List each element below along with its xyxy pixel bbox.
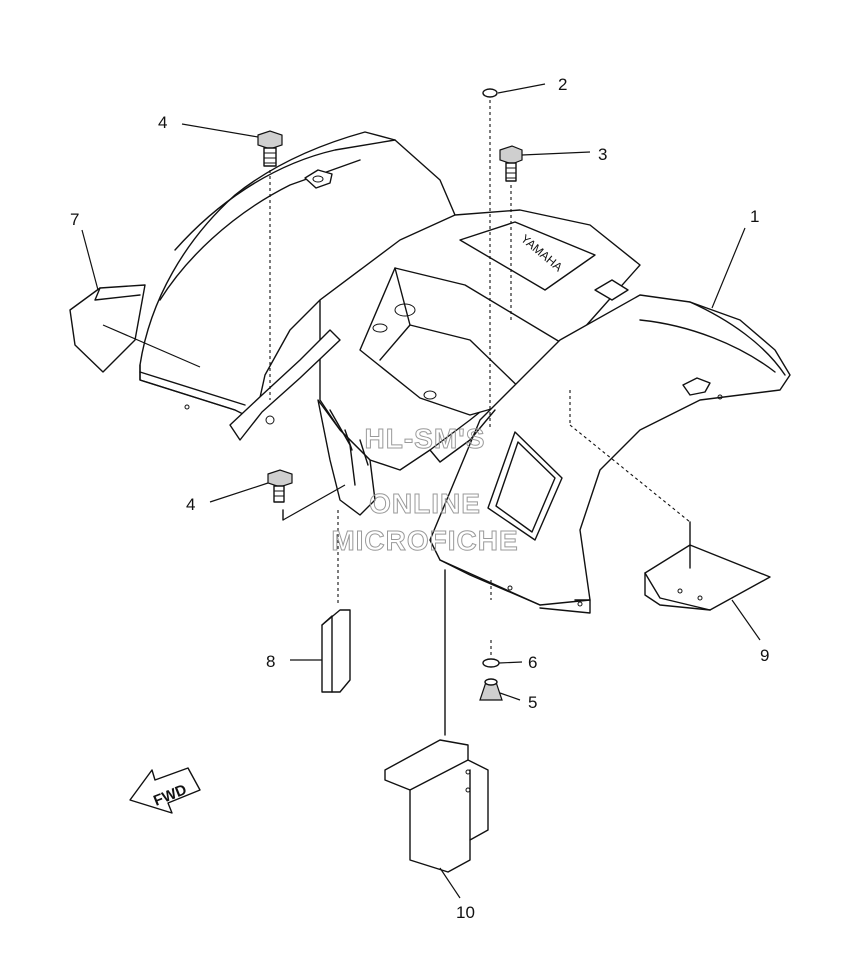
part-10-shield — [384, 569, 489, 873]
part-9-plate — [569, 390, 771, 611]
callout-4-upper: 4 — [158, 113, 167, 132]
callout-5: 5 — [528, 693, 537, 712]
callout-leaders — [81, 83, 761, 899]
callout-8: 8 — [266, 652, 275, 671]
callout-labels: 1 2 3 4 4 5 6 7 8 9 10 — [70, 75, 769, 922]
part-4-bolt-lower — [267, 469, 346, 521]
watermark-line-1: HL-SM'S — [365, 423, 486, 454]
callout-4-lower: 4 — [186, 495, 195, 514]
callout-9: 9 — [760, 646, 769, 665]
part-3-bolt — [499, 145, 523, 320]
part-2-cap — [482, 88, 498, 430]
watermark-line-3: MICROFICHE — [331, 525, 518, 556]
callout-1: 1 — [750, 207, 759, 226]
part-5-grommet — [479, 678, 503, 701]
part-4-bolt-upper — [257, 130, 283, 400]
callout-7: 7 — [70, 210, 79, 229]
callout-3: 3 — [598, 145, 607, 164]
part-6-clip — [482, 580, 500, 668]
watermark: HL-SM'S ONLINE MICROFICHE — [331, 423, 518, 557]
fwd-arrow: FWD — [129, 767, 201, 814]
rear-fender: YAMAHA — [139, 131, 791, 614]
callout-2: 2 — [558, 75, 567, 94]
callout-6: 6 — [528, 653, 537, 672]
callout-10: 10 — [456, 903, 475, 922]
watermark-line-2: ONLINE — [369, 488, 481, 519]
part-7-flap — [69, 284, 201, 373]
part-8-guard — [321, 510, 351, 693]
